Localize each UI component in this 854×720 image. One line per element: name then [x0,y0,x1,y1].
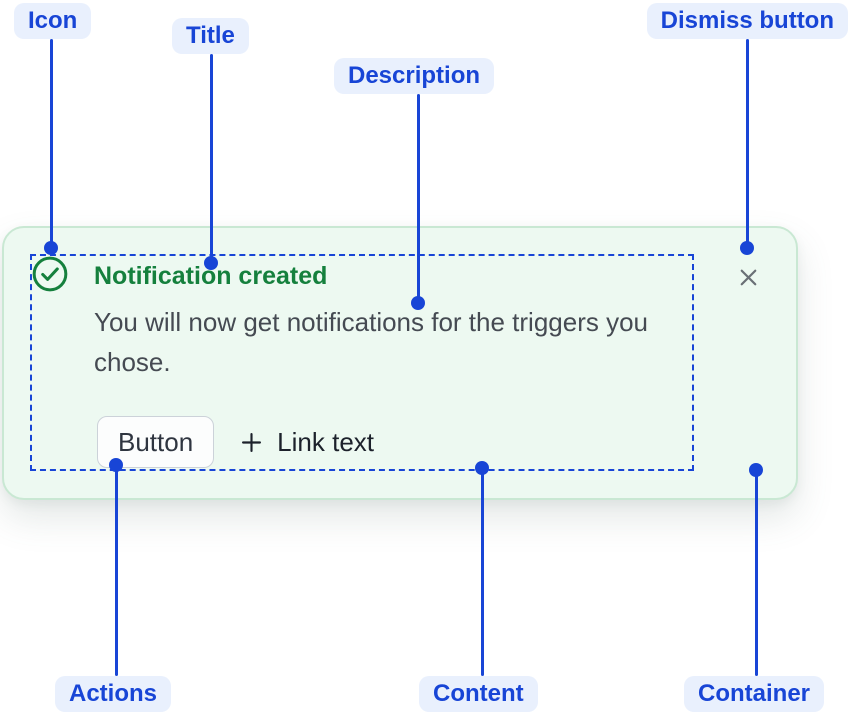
callout-label-actions: Actions [55,676,172,712]
callout-dot-dismiss [740,241,754,255]
callout-label-description: Description [334,58,495,94]
check-circle-icon [31,255,69,293]
dismiss-button[interactable] [728,257,768,297]
callout-label-title: Title [172,18,249,54]
callout-line-dismiss [746,39,749,248]
callout-line-icon [50,39,53,248]
notification-actions: Button Link text [97,416,374,468]
content-region-outline [30,254,694,471]
action-link[interactable]: Link text [238,427,374,458]
callout-dot-container [749,463,763,477]
action-link-label: Link text [277,426,374,457]
notification-container: Notification created You will now get no… [2,226,798,500]
callout-dot-content [475,461,489,475]
notification-description: You will now get notifications for the t… [94,307,649,377]
callout-label-dismiss: Dismiss button [646,3,848,39]
callout-line-content [481,468,484,676]
callout-label-icon: Icon [14,3,92,39]
callout-line-container [755,470,758,676]
close-icon [735,264,762,291]
callout-label-container: Container [684,676,825,712]
callout-dot-actions [109,458,123,472]
callout-line-description [417,94,420,303]
plus-icon [238,429,265,456]
callout-dot-icon [44,241,58,255]
callout-line-actions [115,465,118,676]
callout-line-title [210,54,213,263]
callout-label-content: Content [419,676,538,712]
callout-dot-title [204,256,218,270]
callout-dot-description [411,296,425,310]
